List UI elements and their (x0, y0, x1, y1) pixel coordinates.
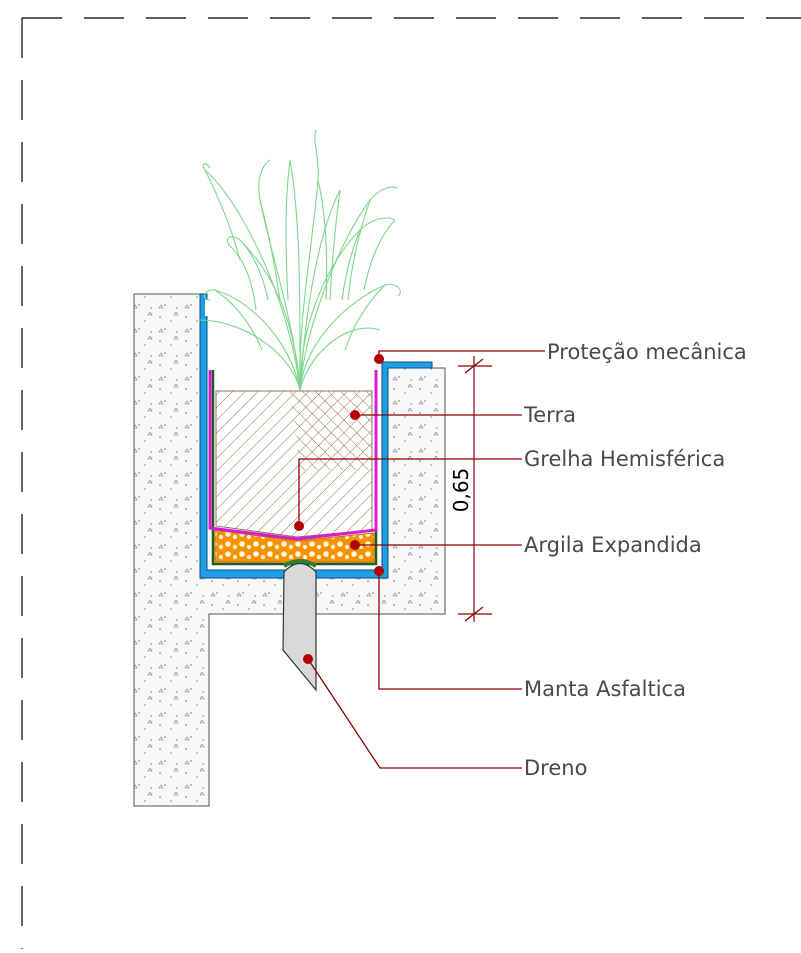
label-grelha: Grelha Hemisférica (524, 447, 725, 471)
leader-grelha (298, 458, 522, 526)
leader-dots (294, 354, 384, 664)
dimension-value: 0,65 (449, 468, 473, 513)
height-dimension (458, 356, 492, 622)
waterproofing-layer (199, 293, 433, 579)
sheet-frame (21, 17, 801, 949)
plant-icon (199, 129, 401, 391)
soil-layer (215, 390, 373, 538)
label-argila: Argila Expandida (524, 533, 702, 557)
label-terra: Terra (523, 403, 576, 427)
drain-pipe (282, 559, 318, 692)
leader-protecao (378, 350, 545, 359)
expanded-clay-layer (214, 529, 375, 563)
label-protecao: Proteção mecânica (547, 340, 747, 364)
leader-manta (378, 571, 522, 690)
leader-dreno (307, 658, 522, 769)
mechanical-protection (208, 370, 378, 541)
label-manta: Manta Asfaltica (524, 677, 686, 701)
label-dreno: Dreno (524, 756, 587, 780)
